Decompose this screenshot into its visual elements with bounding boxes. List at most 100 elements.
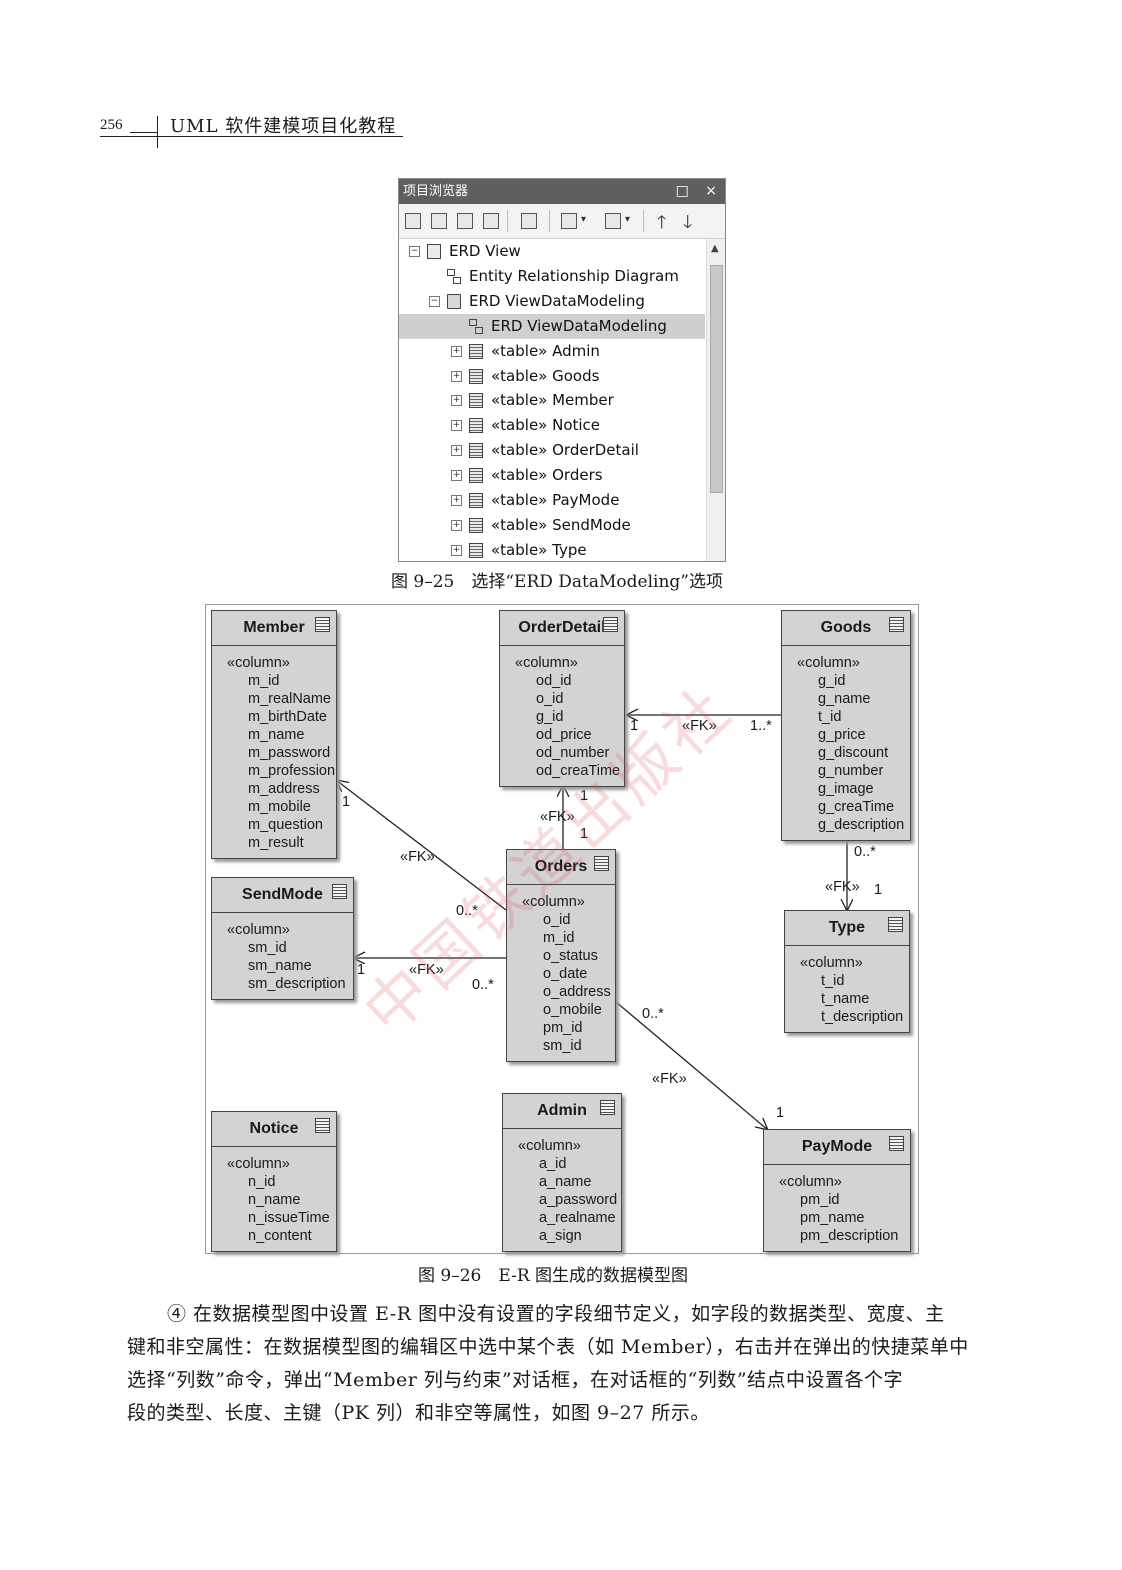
entity-name: OrderDetail xyxy=(518,619,606,636)
table-icon xyxy=(469,468,483,484)
column-name: m_profession xyxy=(248,763,336,779)
expand-icon[interactable]: + xyxy=(451,370,462,382)
tree-item-label: «table» Goods xyxy=(491,366,600,385)
column-name: o_id xyxy=(536,691,564,707)
column-name: n_name xyxy=(248,1192,301,1208)
paragraph-line: 键和非空属性：在数据模型图的编辑区中选中某个表（如 Member），右击并在弹出… xyxy=(127,1336,969,1358)
tree-item[interactable]: +«table» Type xyxy=(399,538,705,561)
tree-item[interactable]: +«table» Admin xyxy=(399,339,705,364)
new-folder-icon[interactable] xyxy=(431,213,447,229)
tree-item[interactable]: −ERD View xyxy=(399,239,705,264)
tree-item[interactable]: ERD ViewDataModeling xyxy=(399,313,705,339)
expand-icon[interactable]: + xyxy=(451,420,462,432)
column-name: o_date xyxy=(543,966,588,982)
expand-icon[interactable]: + xyxy=(451,519,462,531)
table-icon xyxy=(469,542,483,558)
header-rule xyxy=(100,136,403,137)
find-icon[interactable] xyxy=(521,213,537,229)
expand-icon[interactable]: + xyxy=(451,395,462,407)
tree-item[interactable]: + «table» Orders xyxy=(399,463,705,488)
table-icon xyxy=(469,368,483,384)
tree-item-label: «table» Orders xyxy=(491,466,603,485)
column-name: a_realname xyxy=(539,1210,616,1226)
multiplicity-label: 0..* xyxy=(854,844,876,860)
multiplicity-label: 0..* xyxy=(472,977,494,993)
move-down-icon[interactable]: 🡓 xyxy=(683,212,693,233)
tree-item[interactable]: + «table» Goods xyxy=(399,364,705,389)
collapse-icon[interactable]: − xyxy=(429,295,440,307)
column-stereotype: «column» xyxy=(227,922,290,938)
tree-item-label: ERD ViewDataModeling xyxy=(469,291,645,310)
table-icon xyxy=(315,1118,330,1133)
expand-icon[interactable]: + xyxy=(451,495,462,506)
tree-item[interactable]: + «table» SendMode xyxy=(399,513,705,538)
tree-item-label: Entity Relationship Diagram xyxy=(469,266,679,285)
window-buttons[interactable]: □ × xyxy=(675,183,723,199)
column-name: g_image xyxy=(818,781,874,797)
fk-label: «FK» xyxy=(540,809,575,825)
tree-item[interactable]: +«table» Member xyxy=(399,388,705,413)
column-name: m_question xyxy=(248,817,323,833)
expand-icon[interactable]: + xyxy=(451,445,462,457)
expand-icon[interactable]: + xyxy=(451,544,462,556)
entity-name: Type xyxy=(828,919,866,936)
tree-item-label: «table» SendMode xyxy=(491,515,631,534)
scrollbar[interactable]: ▲ xyxy=(706,239,725,561)
column-name: m_address xyxy=(248,781,320,797)
column-stereotype: «column» xyxy=(522,894,585,910)
table-icon xyxy=(469,493,483,508)
column-name: n_id xyxy=(248,1174,276,1190)
dropdown-arrow-icon[interactable]: ▾ xyxy=(581,214,587,225)
new-diagram-icon[interactable] xyxy=(457,213,473,229)
entity-name: SendMode xyxy=(242,886,323,903)
column-name: sm_name xyxy=(248,958,312,974)
new-package-icon[interactable] xyxy=(405,213,421,229)
tree-item[interactable]: + «table» Notice xyxy=(399,413,705,438)
move-up-icon[interactable]: 🡑 xyxy=(657,212,667,233)
folder-icon xyxy=(447,293,461,309)
expand-icon[interactable]: + xyxy=(451,470,462,482)
scrollbar-thumb[interactable] xyxy=(710,265,723,493)
column-name: m_result xyxy=(248,835,304,851)
column-name: g_name xyxy=(818,691,871,707)
column-name: m_id xyxy=(248,673,280,689)
diagram-icon xyxy=(447,268,461,284)
new-element-icon[interactable] xyxy=(483,213,499,229)
collapse-icon[interactable]: − xyxy=(409,246,420,257)
browser-toolbar: ▾ ▾ 🡑 🡓 xyxy=(399,204,725,239)
tree-item[interactable]: Entity Relationship Diagram xyxy=(399,264,705,289)
entity-header: Goods xyxy=(782,611,910,646)
column-name: g_creaTime xyxy=(818,799,895,815)
tree-item[interactable]: − ERD ViewDataModeling xyxy=(399,289,705,314)
entity-name: Notice xyxy=(249,1120,299,1137)
fk-label: «FK» xyxy=(400,849,435,865)
tree-item-label: «table» PayMode xyxy=(491,491,620,509)
scroll-up-icon[interactable]: ▲ xyxy=(711,243,719,254)
column-name: od_price xyxy=(536,727,592,743)
figure-9-26-caption: 图 9–26 E-R 图生成的数据模型图 xyxy=(418,1266,689,1286)
entity-name: Orders xyxy=(534,858,588,875)
edit-icon[interactable] xyxy=(561,213,577,229)
view-icon[interactable] xyxy=(605,213,621,229)
expand-icon[interactable]: + xyxy=(451,345,462,357)
column-name: m_birthDate xyxy=(248,709,327,725)
multiplicity-label: 0..* xyxy=(642,1006,664,1022)
tree-item[interactable]: + «table» PayMode xyxy=(399,488,705,513)
tree-item[interactable]: +«table» OrderDetail xyxy=(399,438,705,463)
multiplicity-label: 1 xyxy=(776,1105,785,1121)
tree-item-label: «table» Notice xyxy=(491,416,601,435)
dropdown-arrow-icon[interactable]: ▾ xyxy=(625,214,631,225)
